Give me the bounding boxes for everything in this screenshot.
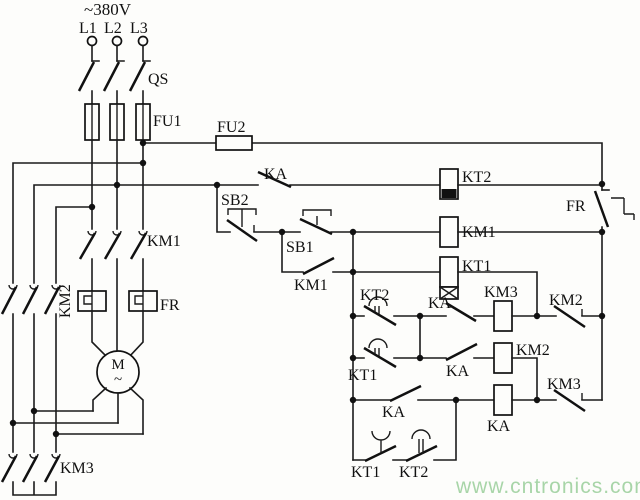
fu2-label: FU2 bbox=[217, 119, 245, 136]
km2-coil-row: KT1 KA KM2 bbox=[348, 338, 550, 401]
km1-main-label: KM1 bbox=[147, 233, 181, 250]
control-circuit: FU2 FR KA KT2 SB2 bbox=[9, 119, 635, 481]
fr-heater-label: FR bbox=[160, 297, 180, 314]
power-circuit: ~380V L1 L2 L3 QS FU1 bbox=[0, 0, 181, 496]
km3-main-contacts: KM3 bbox=[0, 453, 94, 496]
ka-no2-label: KA bbox=[446, 363, 470, 380]
ka-coil-row: KA KA KM3 bbox=[352, 376, 603, 435]
timer-branch: KT1 KT2 bbox=[351, 399, 457, 481]
fr-contact-label: FR bbox=[566, 198, 586, 215]
motor: M ~ bbox=[91, 310, 144, 435]
kt1-bottom-label: KT1 bbox=[351, 464, 380, 481]
kt1-timer-coil: KT1 bbox=[352, 256, 538, 317]
km3-coil-label: KM3 bbox=[484, 284, 518, 301]
kt2-coil-label: KT2 bbox=[462, 169, 491, 186]
km1-coil: KM1 bbox=[439, 216, 603, 248]
fr-thermal-heaters: FR bbox=[77, 290, 180, 314]
power-wiring bbox=[12, 139, 144, 284]
kt1-delay-label: KT1 bbox=[348, 367, 377, 384]
qs-label: QS bbox=[148, 71, 168, 88]
km1-aux-label: KM1 bbox=[294, 277, 328, 294]
supply-terminals: ~380V L1 L2 L3 bbox=[79, 0, 149, 47]
ka-line-label: KA bbox=[264, 166, 288, 183]
supply-voltage-label: ~380V bbox=[84, 0, 132, 19]
fu1-label: FU1 bbox=[153, 113, 181, 130]
terminal-l2 bbox=[111, 35, 123, 47]
km2-main-contacts: KM2 bbox=[0, 284, 74, 453]
sb1-label: SB1 bbox=[286, 239, 314, 256]
motor-wave-symbol: ~ bbox=[114, 372, 122, 388]
km2-main-label: KM2 bbox=[57, 284, 74, 318]
phase-l3-label: L3 bbox=[130, 20, 148, 37]
terminal-l1 bbox=[86, 35, 98, 47]
qs-disconnect-switch: QS bbox=[77, 44, 168, 105]
km1-coil-label: KM1 bbox=[462, 224, 496, 241]
sb1-start-button: SB1 bbox=[286, 209, 441, 256]
kt2-bottom-label: KT2 bbox=[399, 464, 428, 481]
ka-line-contact: KA bbox=[116, 166, 441, 189]
motor-terminal-links bbox=[12, 410, 144, 435]
terminal-l3 bbox=[137, 35, 149, 47]
junction-dots bbox=[9, 139, 606, 438]
km3-nc-label: KM3 bbox=[547, 376, 581, 393]
km1-main-contacts: KM1 bbox=[78, 230, 181, 352]
sb2-label: SB2 bbox=[221, 192, 249, 209]
km2-nc-label: KM2 bbox=[549, 292, 583, 309]
kt1-coil-label: KT1 bbox=[462, 258, 491, 275]
kt2-delay-label: KT2 bbox=[360, 287, 389, 304]
kt2-timer-coil: KT2 bbox=[439, 168, 603, 200]
ka-no1-label: KA bbox=[428, 295, 452, 312]
km3-main-label: KM3 bbox=[60, 460, 94, 477]
ka-coil-label: KA bbox=[487, 418, 511, 435]
fu2-fuse: FU2 bbox=[142, 119, 603, 191]
sb2-stop-button: SB2 bbox=[216, 184, 301, 243]
phase-l2-label: L2 bbox=[104, 20, 122, 37]
fu1-fuses: FU1 bbox=[84, 103, 181, 141]
km2-coil-label: KM2 bbox=[516, 342, 550, 359]
watermark-text: www.cntronics.com bbox=[455, 475, 640, 498]
motor-label: M bbox=[111, 357, 124, 373]
ka-no3-label: KA bbox=[382, 404, 406, 421]
km1-aux-contact: KM1 bbox=[281, 231, 354, 294]
phase-l1-label: L1 bbox=[79, 20, 97, 37]
km3-coil-row: KT2 KA KM3 KM2 bbox=[352, 284, 603, 359]
